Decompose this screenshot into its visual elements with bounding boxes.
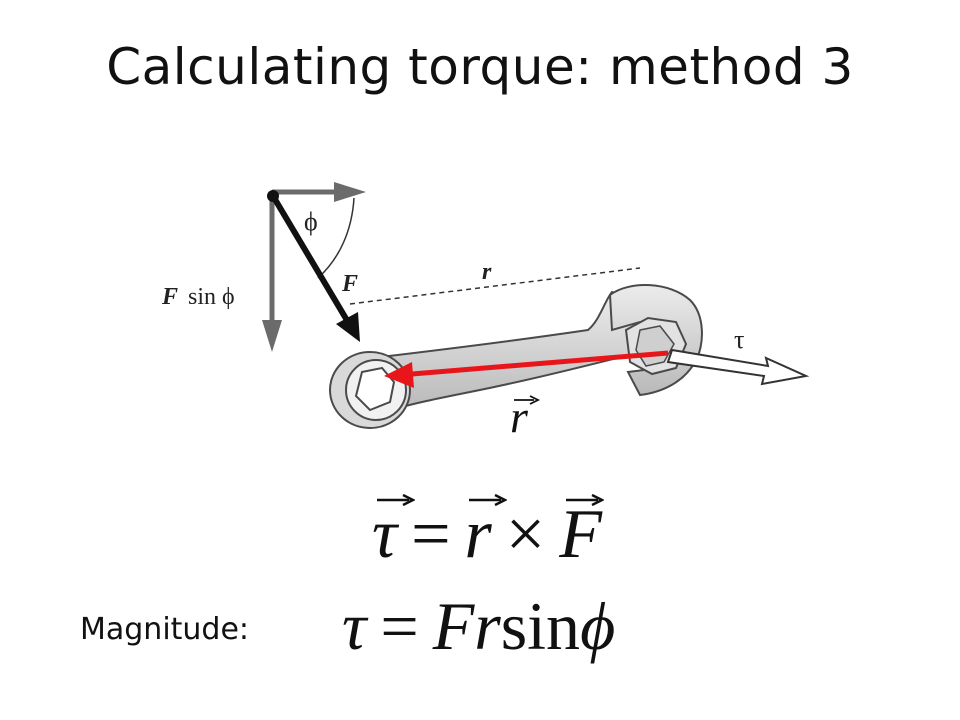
wrench-open-end bbox=[608, 284, 703, 397]
magnitude-label: Magnitude: bbox=[80, 612, 250, 647]
label-phi: ϕ bbox=[304, 207, 318, 236]
lever-arm-dashed-line bbox=[349, 267, 641, 305]
force-application-point bbox=[267, 190, 279, 202]
label-f-sin-phi-symbol: F bbox=[161, 284, 178, 310]
label-r-lever: r bbox=[482, 259, 492, 285]
torque-vector-arrow bbox=[666, 348, 810, 386]
r-vector-arrow bbox=[384, 350, 669, 388]
eq-mag-phi: ϕ bbox=[580, 588, 616, 664]
label-f-sin-phi-text: sin ϕ bbox=[188, 284, 235, 310]
angle-phi-arc bbox=[317, 197, 355, 279]
eq-times: × bbox=[505, 496, 546, 573]
magnitude-equation: τ=Frsinϕ bbox=[342, 592, 615, 660]
eq-mag-sin: sin bbox=[500, 588, 581, 664]
eq-mag-Fr: Fr bbox=[432, 588, 501, 664]
wrench bbox=[329, 284, 703, 429]
eq-equals: = bbox=[411, 496, 451, 573]
wrench-box-hex-hole bbox=[354, 366, 396, 412]
label-r-vector: r bbox=[510, 391, 541, 442]
eq-r-vector: r bbox=[465, 494, 508, 570]
force-vertical-component bbox=[262, 196, 282, 352]
eq-tau-vector: τ bbox=[372, 494, 415, 570]
slide-title: Calculating torque: method 3 bbox=[106, 38, 854, 96]
force-horizontal-component bbox=[272, 182, 366, 202]
eq-mag-tau: τ bbox=[342, 588, 367, 664]
cross-product-equation: τ = r × F bbox=[372, 494, 604, 573]
label-tau: τ bbox=[734, 325, 744, 354]
label-force: F bbox=[341, 271, 358, 297]
label-r-vector-letter: r bbox=[510, 391, 529, 442]
eq-F-vector: F bbox=[559, 494, 604, 573]
eq-mag-equals: = bbox=[380, 588, 419, 664]
force-vector-arrow bbox=[270, 194, 360, 342]
